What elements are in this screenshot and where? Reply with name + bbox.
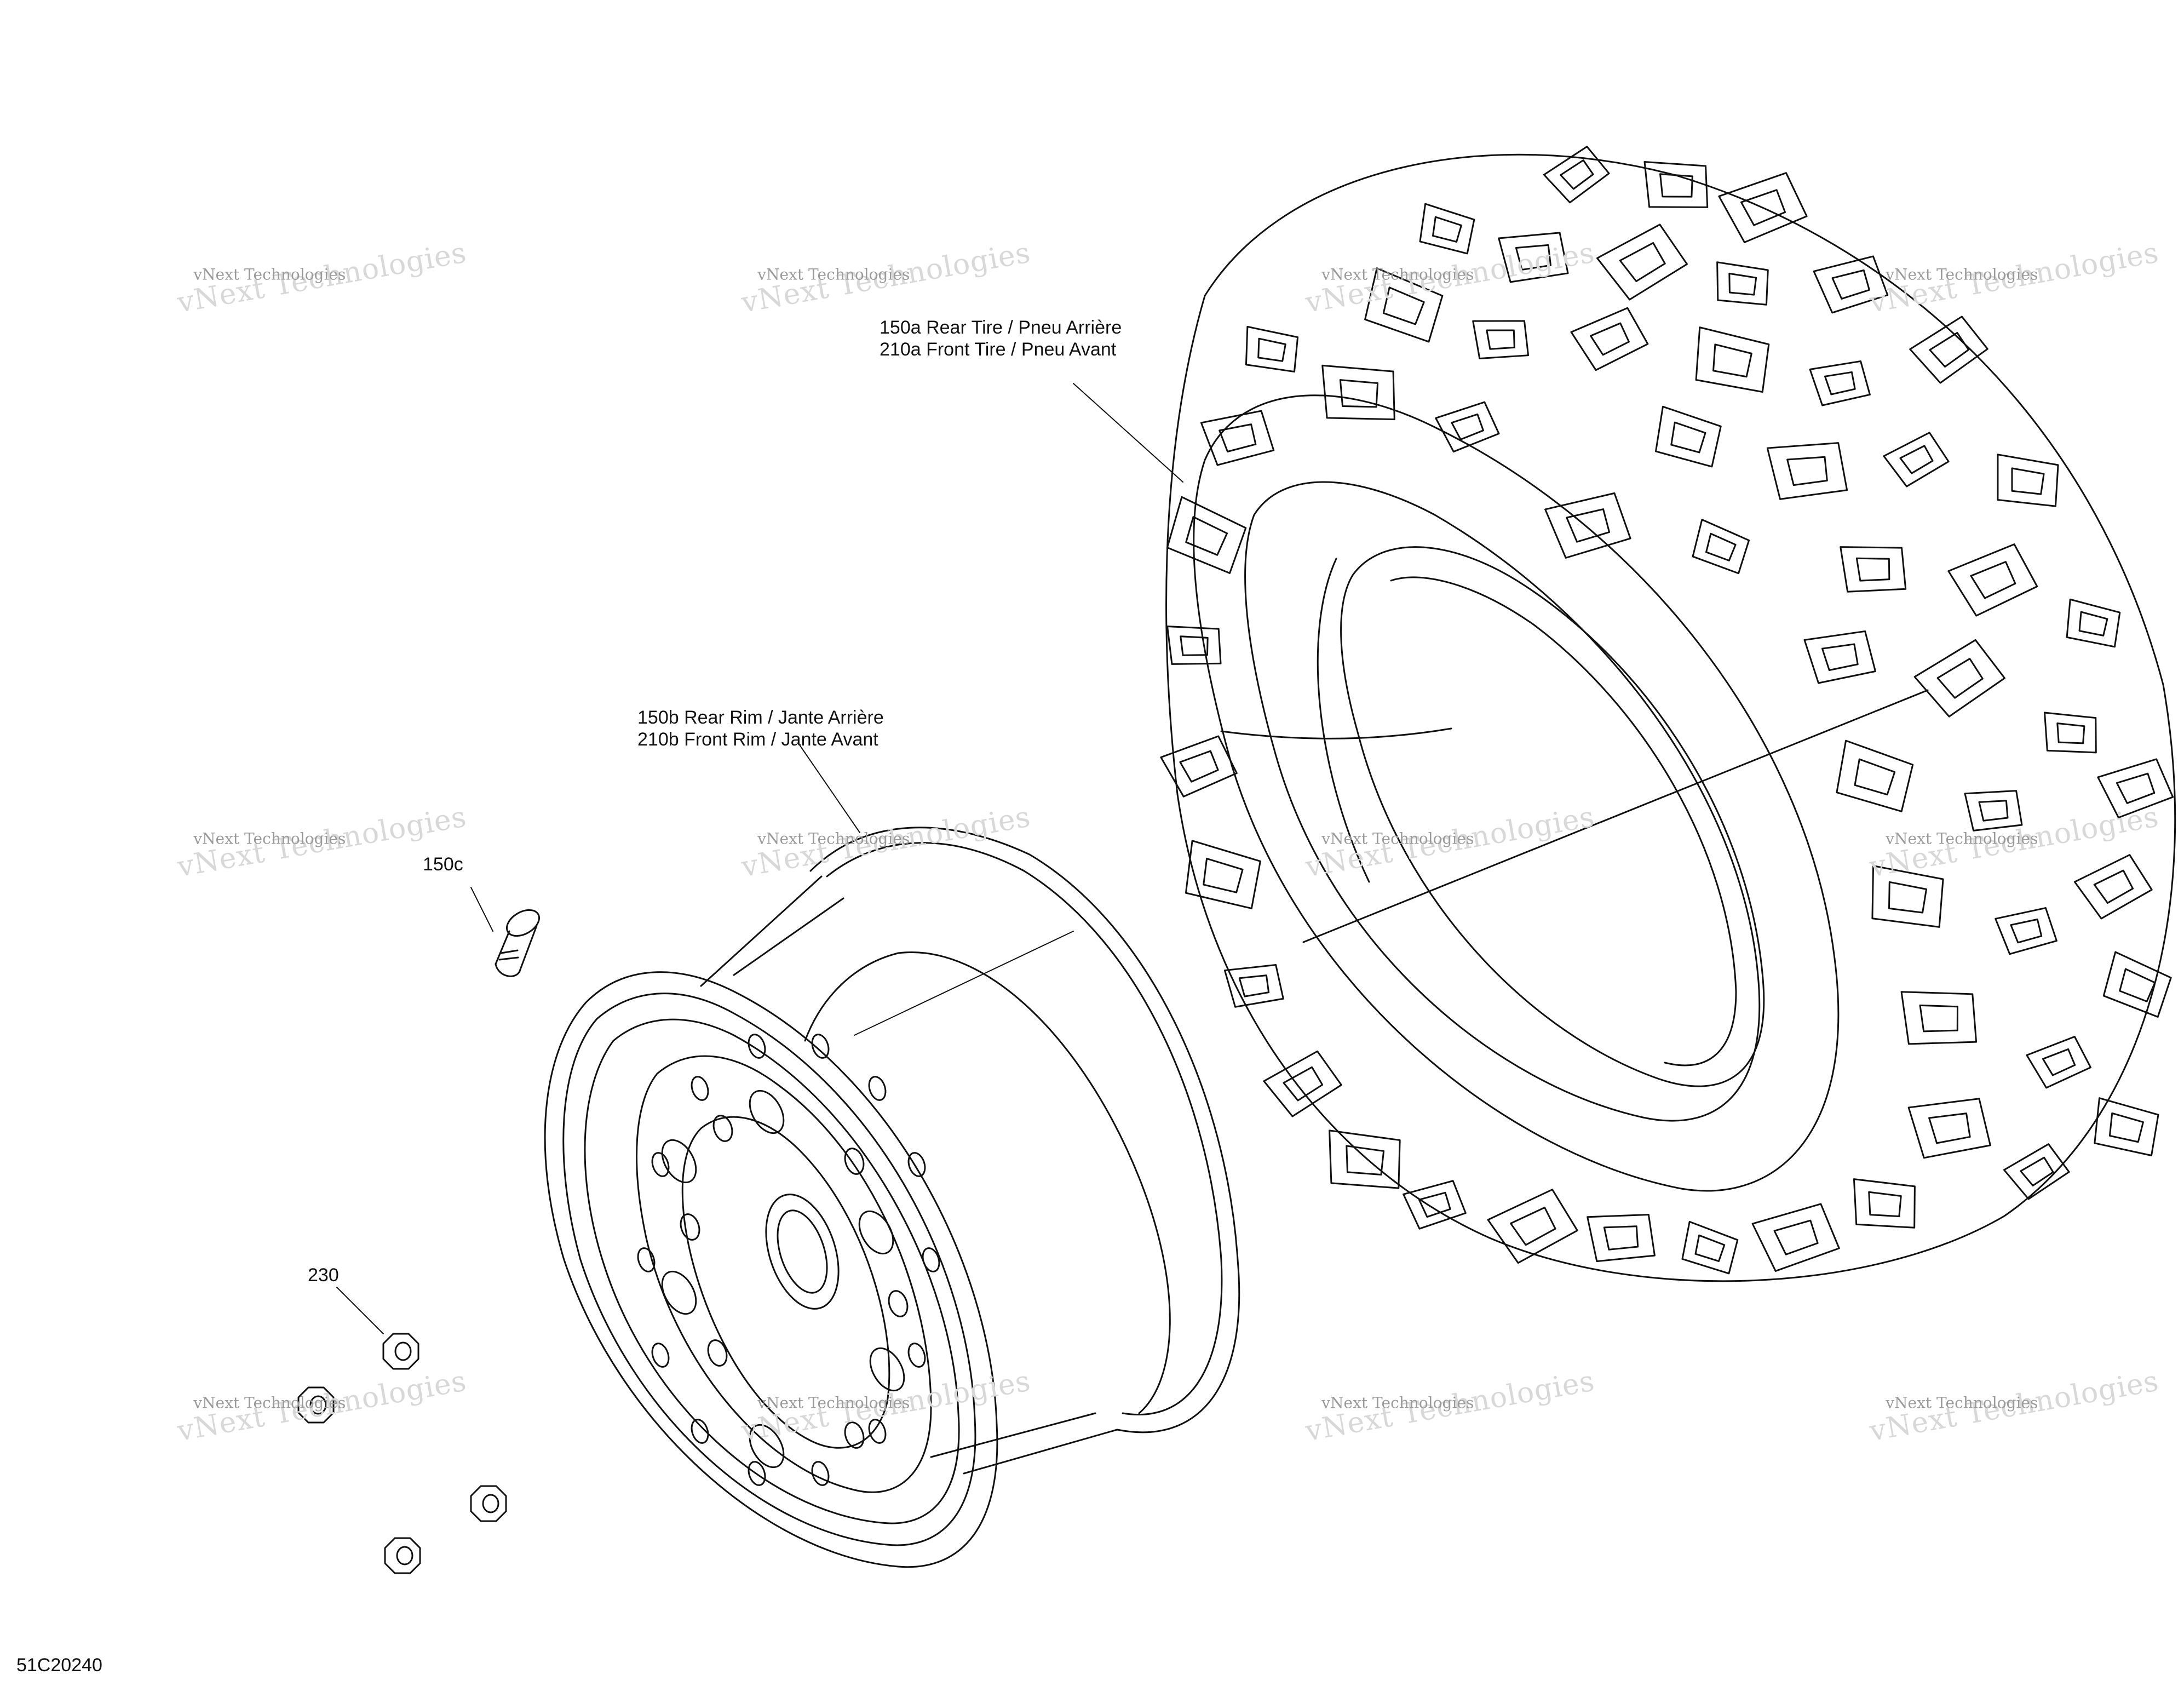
lug-nut — [384, 1537, 421, 1574]
rim-vent-hole — [811, 1461, 830, 1486]
tread-lug — [1716, 261, 1769, 306]
tread-lug — [1766, 442, 1848, 500]
lug-nuts-drawing — [297, 1287, 507, 1574]
tread-lug — [1223, 964, 1284, 1008]
tread-lug — [1487, 1189, 1578, 1264]
tread-lug — [1809, 360, 1871, 406]
tread-lug — [1909, 316, 1988, 384]
tread-lug — [2094, 1097, 2159, 1156]
tire-drawing — [1073, 146, 2176, 1282]
valve-stem-drawing — [470, 887, 540, 977]
tread-lug — [2044, 712, 2097, 754]
tread-lug — [1166, 626, 1222, 665]
rim-vent-hole — [748, 1461, 766, 1486]
rim-bolt-hole — [844, 1148, 865, 1175]
rim-pocket — [661, 1139, 697, 1184]
rim-bolt-hole — [844, 1421, 865, 1449]
tread-lug — [1695, 326, 1770, 393]
lug-nut — [382, 1333, 419, 1370]
tread-lug — [1245, 325, 1299, 373]
tread-lug — [1321, 364, 1395, 421]
rim-vent-hole — [907, 1152, 926, 1177]
tread-lug — [1751, 1203, 1840, 1272]
rim-vent-hole — [651, 1152, 670, 1177]
tread-lug — [1166, 496, 1247, 574]
tread-lug — [1596, 223, 1688, 301]
rim-vent-hole — [922, 1247, 940, 1272]
tread-lug — [1836, 739, 1914, 812]
rim-vent-hole — [868, 1419, 887, 1444]
tread-lug — [1840, 546, 1907, 593]
rim-pocket — [749, 1424, 785, 1469]
tread-lug — [1200, 410, 1275, 466]
tread-lug — [1643, 161, 1709, 208]
tread-lug — [1883, 432, 1950, 488]
tread-lug — [1403, 1180, 1467, 1230]
tread-lug — [1681, 1220, 1739, 1275]
tread-lug — [2003, 1143, 2070, 1200]
rim-pocket — [661, 1270, 697, 1315]
tread-lug — [1570, 307, 1649, 371]
tread-lug — [1803, 630, 1876, 684]
valve-callout: 150c — [423, 854, 463, 875]
tread-lug — [1718, 172, 1808, 243]
rim-bolt-hole — [680, 1213, 700, 1241]
rim-callout-line1: 150b Rear Rim / Jante Arrière — [637, 707, 884, 728]
rim-pocket — [858, 1210, 894, 1255]
rim-vent-hole — [691, 1419, 709, 1444]
rim-vent-hole — [748, 1034, 766, 1059]
rim-vent-hole — [907, 1343, 926, 1368]
tread-lug — [1543, 146, 1610, 204]
tread-lug — [1263, 1050, 1342, 1117]
tread-lug — [1472, 320, 1530, 359]
tread-lug — [1997, 454, 2059, 507]
tread-lug — [2026, 1036, 2091, 1089]
tread-lug — [2102, 951, 2172, 1018]
rim-bolt-hole — [707, 1339, 728, 1367]
tread-lug — [2066, 598, 2121, 648]
rim-vent-hole — [811, 1034, 830, 1059]
tire-callout-line1: 150a Rear Tire / Pneu Arrière — [880, 317, 1122, 338]
rim-pocket — [869, 1347, 905, 1392]
tread-lug — [1813, 255, 1889, 314]
tread-lug — [1587, 1213, 1656, 1263]
tread-lug — [1913, 639, 2005, 718]
tread-lug — [1907, 1098, 1991, 1159]
tread-lug — [1964, 790, 2023, 831]
tread-lug — [1364, 267, 1444, 343]
rim-vent-hole — [637, 1247, 656, 1272]
rim-vent-hole — [651, 1343, 670, 1368]
rim-vent-hole — [691, 1076, 709, 1101]
rim-bolt-hole — [712, 1115, 733, 1142]
rim-bolt-hole — [888, 1290, 909, 1317]
tread-lug — [1995, 907, 2057, 955]
tread-lug — [1498, 232, 1569, 283]
tread-lug — [1871, 865, 1944, 928]
tread-lug — [1185, 840, 1261, 909]
tread-lug — [1544, 492, 1631, 559]
tread-lug — [2097, 758, 2174, 819]
lug-nut — [297, 1386, 335, 1424]
tread-lug — [1900, 991, 1978, 1045]
tread-lug — [1853, 1178, 1916, 1229]
tread-lug — [1160, 735, 1238, 798]
rim-pocket — [749, 1089, 785, 1134]
rim-vent-hole — [868, 1076, 887, 1101]
rim-callout-line2: 210b Front Rim / Jante Avant — [637, 729, 878, 750]
tread-lug — [1692, 519, 1750, 575]
tread-lug — [1947, 543, 2038, 617]
rim-drawing — [544, 744, 1240, 1568]
tread-lug — [1435, 401, 1500, 453]
lug-nut — [470, 1485, 507, 1522]
tread-lug — [1419, 203, 1475, 255]
tread-lug — [2073, 854, 2153, 920]
tread-lug — [1655, 405, 1722, 468]
tread-lug — [1329, 1129, 1401, 1189]
tire-callout-line2: 210a Front Tire / Pneu Avant — [880, 339, 1117, 360]
nut-callout: 230 — [308, 1265, 339, 1286]
drawing-number: 51C20240 — [16, 1655, 102, 1676]
